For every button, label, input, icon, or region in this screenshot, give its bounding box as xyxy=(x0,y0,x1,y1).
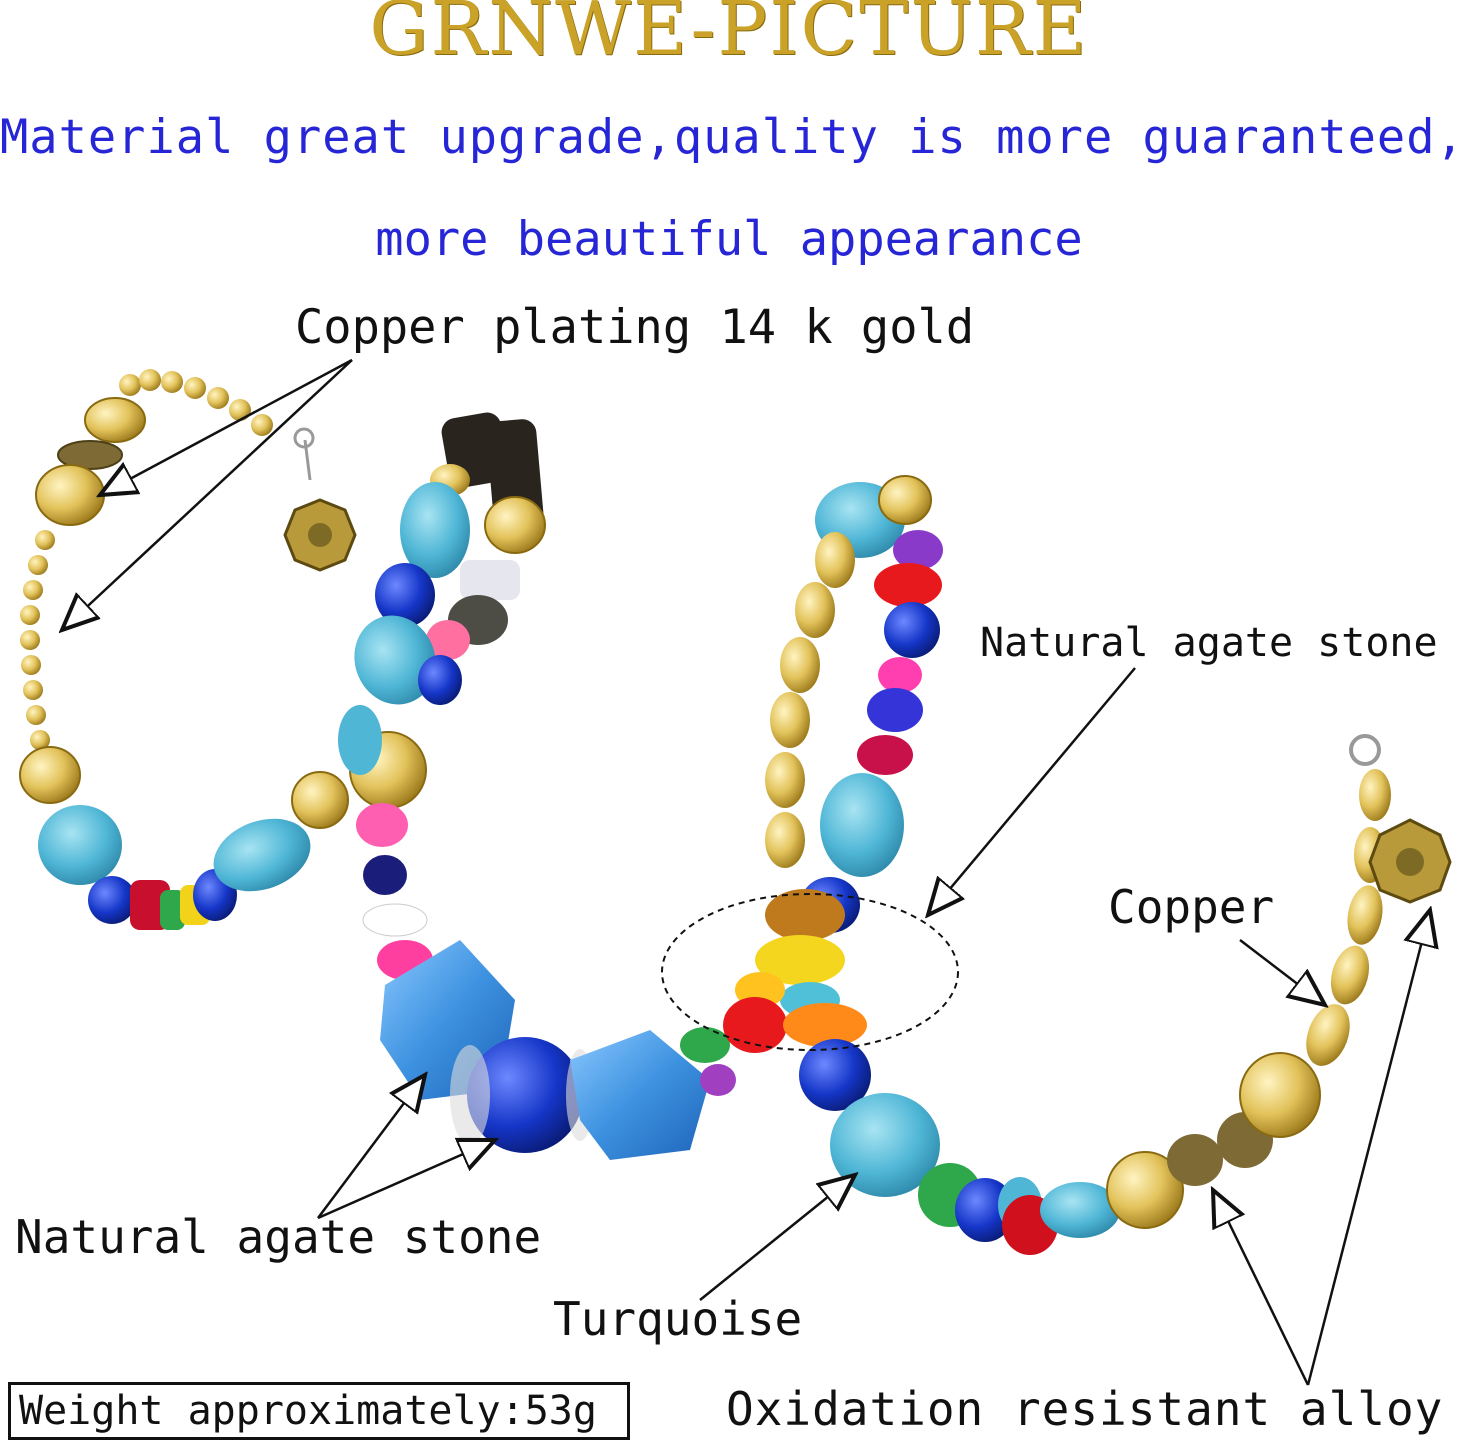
weight-info-box: Weight approximately:53g xyxy=(8,1382,630,1440)
label-oxidation-resistant-alloy: Oxidation resistant alloy xyxy=(726,1382,1444,1436)
agate-highlight-circle xyxy=(661,893,959,1051)
label-copper: Copper xyxy=(1108,880,1275,934)
label-natural-agate-left: Natural agate stone xyxy=(15,1210,542,1264)
label-copper-plating-gold: Copper plating 14 k gold xyxy=(295,300,975,355)
arrow-gold-2 xyxy=(62,359,353,630)
gold-bead-strand-left xyxy=(19,369,357,930)
annotation-arrows xyxy=(62,358,1430,1386)
right-bead-strand xyxy=(723,475,1452,1255)
arrow-alloy-1 xyxy=(1213,1190,1310,1386)
label-natural-agate-right: Natural agate stone xyxy=(980,620,1438,666)
brand-title: GRNWE-PICTURE xyxy=(369,0,1089,72)
arrow-agate-left-1 xyxy=(316,1075,425,1219)
headline-line-2: more beautiful appearance xyxy=(375,212,1083,267)
weight-label: Weight approximately:53g xyxy=(19,1388,597,1434)
arrow-turquoise xyxy=(699,1175,855,1301)
arrow-alloy-2 xyxy=(1306,910,1430,1386)
arrow-agate-right xyxy=(928,667,1136,915)
arrow-agate-left-2 xyxy=(317,1140,495,1220)
arrow-gold-1 xyxy=(100,358,353,495)
arrow-copper xyxy=(1239,939,1325,1005)
middle-bead-strand xyxy=(338,412,736,1160)
headline-line-1: Material great upgrade,quality is more g… xyxy=(0,110,1458,165)
label-turquoise: Turquoise xyxy=(553,1292,803,1346)
